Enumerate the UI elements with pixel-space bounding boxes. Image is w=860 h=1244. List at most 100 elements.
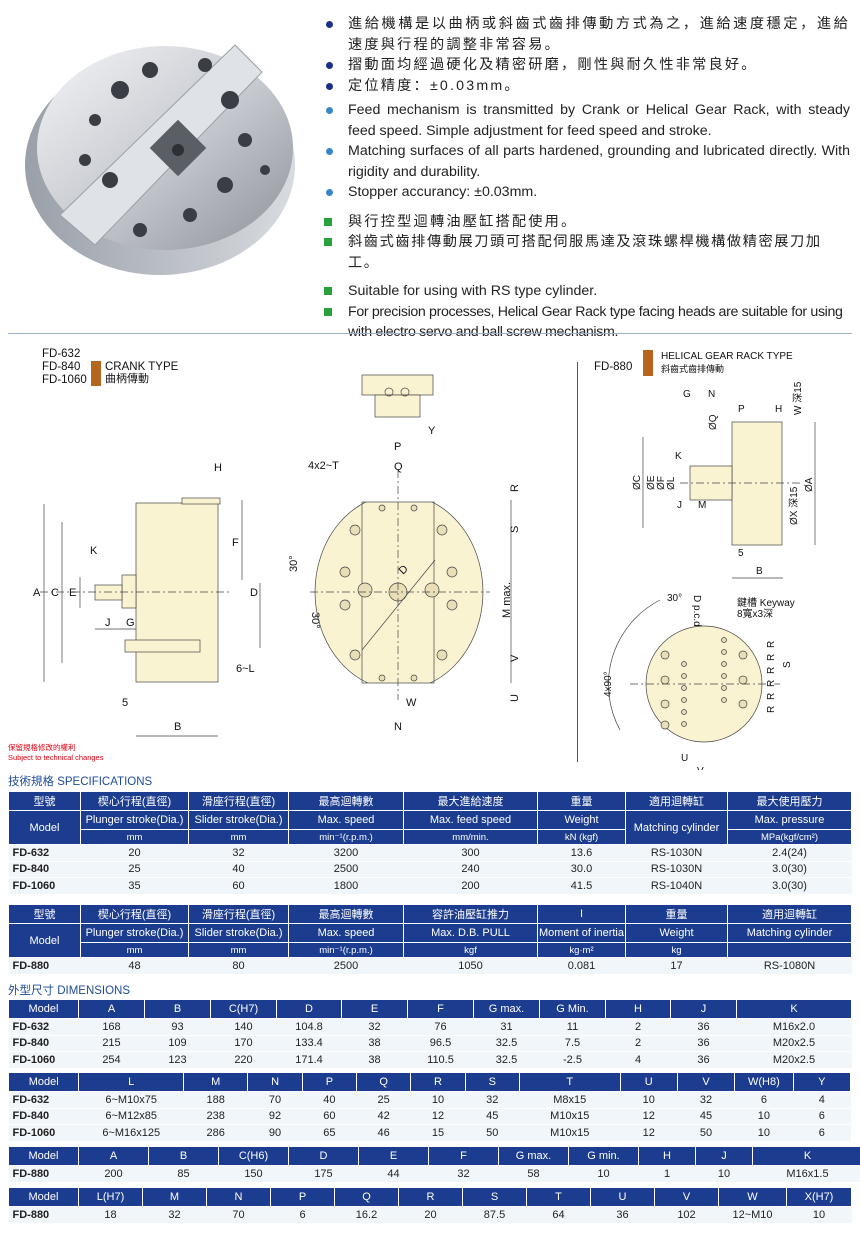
helical-type-header: FD-880 HELICAL GEAR RACK TYPE 斜齒式齒排傳動 (594, 350, 793, 376)
value-cell: 70 (247, 1091, 303, 1109)
feature-text: For precision processes, Helical Gear Ra… (348, 303, 843, 341)
header-cell: K (752, 1146, 860, 1166)
value-cell: 38 (341, 1051, 408, 1069)
dim-label: C (51, 587, 59, 599)
type-label-cn: 斜齒式齒排傳動 (661, 363, 724, 374)
model-cell: FD-632 (8, 1091, 79, 1109)
feature-en-2: Matching surfaces of all parts hardened,… (322, 141, 850, 182)
value-cell: 3.0(30) (727, 861, 852, 878)
value-cell: 170 (210, 1035, 277, 1052)
value-cell: 90 (247, 1124, 303, 1142)
value-cell: 36 (590, 1206, 655, 1224)
dim-label: R (509, 484, 521, 492)
header-cell: W(H8) (734, 1072, 794, 1092)
header-cell: Max. speed (288, 923, 404, 943)
product-photo (25, 44, 295, 275)
keyway-label: 8寬x3深 (737, 607, 773, 620)
header-cell: 重量 (625, 904, 728, 924)
header-cell: R (398, 1187, 463, 1207)
header-cell: P (301, 1072, 358, 1092)
unit-cell: mm (80, 829, 189, 845)
feature-text: 與行控型迴轉油壓缸搭配使用。 (348, 213, 578, 230)
header-cell: 滑座行程(直徑) (188, 904, 289, 924)
dim-label: ØA (804, 477, 815, 492)
bullet-icon (326, 82, 333, 90)
dim-label: M max. (501, 582, 513, 618)
header-cell: Slider stroke(Dia.) (188, 810, 289, 830)
value-cell: 2 (605, 1035, 671, 1052)
dim-label: W (406, 697, 417, 709)
value-cell: 238 (183, 1108, 248, 1125)
header-cell: 最高迴轉數 (288, 904, 404, 924)
value-cell: 45 (677, 1108, 735, 1125)
header-cell: Max. pressure (727, 810, 852, 830)
feature-cn-1: 進給機構是以曲柄或斜齒式齒排傳動方式為之，進給速度穩定，進給速度與行程的調整非常… (322, 14, 850, 55)
feature-en-4: Suitable for using with RS type cylinder… (322, 281, 850, 302)
value-cell: 6 (793, 1124, 851, 1142)
helical-front-dimensions: D p.c.d 30° 鍵槽 Keyway 8寬x3深 R R R R R R … (603, 593, 795, 770)
header-cell: X(H7) (786, 1187, 852, 1207)
header-cell: Slider stroke(Dia.) (188, 923, 289, 943)
dim-label: Y (428, 425, 436, 437)
dim-label: G (126, 617, 135, 629)
header-cell: D (276, 999, 342, 1019)
feature-text: Matching surfaces of all parts hardened,… (348, 143, 850, 180)
value-cell: 31 (473, 1018, 540, 1036)
value-cell: 50 (677, 1124, 735, 1142)
header-cell: Matching cylinder (727, 923, 852, 943)
model-cell: FD-840 (8, 1035, 79, 1052)
value-cell: 32.5 (473, 1035, 540, 1052)
value-cell: 32 (142, 1206, 207, 1224)
value-cell: RS-1080N (727, 957, 852, 975)
notice-en: Subject to technical changes (8, 753, 104, 762)
value-cell: 20 (398, 1206, 463, 1224)
value-cell: 36 (670, 1018, 737, 1036)
model-label: FD-880 (594, 361, 632, 373)
feature-text: Feed mechanism is transmitted by Crank o… (348, 102, 850, 139)
bullet-square-icon (324, 217, 332, 226)
bullet-icon (326, 148, 333, 155)
feature-text: 斜齒式齒排傳動展刀頭可搭配伺服馬達及滾珠螺桿機構做精密展刀加工。 (348, 234, 822, 271)
value-cell: 200 (403, 877, 538, 895)
dim-label: ØE (646, 475, 657, 490)
header-cell: A (78, 999, 145, 1019)
value-cell: 13.6 (537, 844, 626, 862)
dim-label: D p.c.d (691, 595, 702, 627)
dim-label: R (766, 706, 777, 713)
header-cell: Moment of inertia (537, 923, 626, 943)
crank-top-view (361, 374, 434, 418)
header-cell: G min. (568, 1146, 639, 1166)
value-cell: 96.5 (407, 1035, 474, 1052)
header-cell: A (78, 1146, 149, 1166)
dim-label: 4x2~T (308, 460, 339, 472)
header-cell: L (78, 1072, 185, 1092)
value-cell: 40 (302, 1091, 357, 1109)
value-cell: 16.2 (334, 1206, 399, 1224)
value-cell: 10 (410, 1091, 466, 1109)
value-cell: RS-1030N (625, 861, 728, 878)
helical-front-view (608, 599, 780, 743)
value-cell: M8x15 (519, 1091, 621, 1109)
value-cell: 2500 (288, 957, 404, 975)
header-cell: S (464, 1072, 520, 1092)
angle-label: 30° (667, 593, 682, 604)
header-cell: Model (8, 923, 81, 958)
header-cell: Q (356, 1072, 412, 1092)
specs-title: 技術規格 SPECIFICATIONS (8, 776, 153, 788)
header-cell: 最大使用壓力 (727, 791, 852, 811)
header-cell: B (144, 999, 211, 1019)
header-cell: K (736, 999, 852, 1019)
header-cell: G max. (498, 1146, 569, 1166)
feature-text: 進給機構是以曲柄或斜齒式齒排傳動方式為之，進給速度穩定，進給速度與行程的調整非常… (348, 16, 850, 53)
value-cell: RS-1030N (625, 844, 728, 862)
model-cell: FD-880 (8, 1206, 79, 1224)
header-cell: Model (8, 810, 81, 845)
dim-label: 6~L (236, 663, 255, 675)
unit-cell: kgf (403, 942, 538, 958)
value-cell: 254 (78, 1051, 145, 1069)
dim-label: 5 (738, 548, 744, 559)
